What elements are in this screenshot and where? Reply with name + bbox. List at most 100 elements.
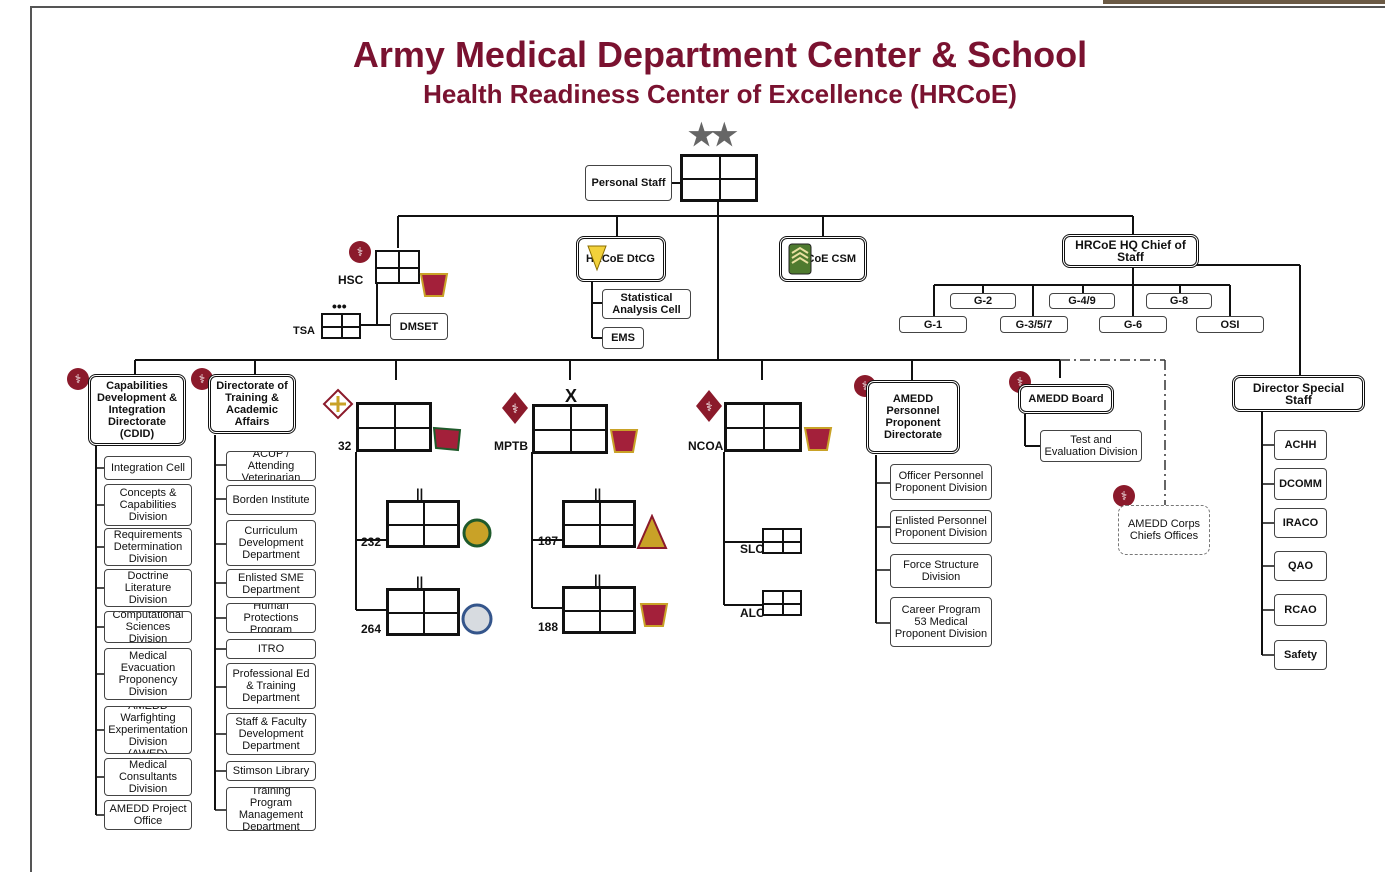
tsa-unit-symbol[interactable]	[321, 313, 361, 339]
chart-title: Army Medical Department Center & School	[352, 34, 1088, 75]
tsa-dots-icon: •••	[332, 298, 347, 314]
cdid-item[interactable]: Medical Evacuation Proponency Division	[104, 648, 192, 700]
dotaa-item[interactable]: Stimson Library	[226, 761, 316, 781]
g-staff-g357[interactable]: G-3/5/7	[1000, 316, 1068, 333]
mptb-echelon-mark: X	[565, 386, 578, 406]
cdid-item[interactable]: Requirements Determination Division	[104, 528, 192, 566]
special-staff-item[interactable]: ACHH	[1274, 430, 1327, 460]
slc-label: SLC	[740, 542, 764, 556]
special-staff-item[interactable]: IRACO	[1274, 508, 1327, 538]
dotaa-item[interactable]: Enlisted SME Department	[226, 569, 316, 598]
slide-frame	[30, 6, 1385, 872]
brigade-32-insignia-icon	[432, 426, 462, 457]
brigade-32-emblem-icon	[322, 388, 354, 425]
commander-unit-symbol[interactable]	[680, 154, 758, 202]
svg-text:⚕: ⚕	[1017, 375, 1024, 389]
alc-label: ALC	[740, 606, 765, 620]
mptb-label: MPTB	[494, 439, 528, 453]
hsc-unit-symbol[interactable]	[375, 250, 420, 284]
cdid-item[interactable]: AMEDD Warfighting Experimentation Divisi…	[104, 706, 192, 754]
general-stars-icon: ★★	[688, 119, 738, 152]
svg-text:⚕: ⚕	[199, 372, 206, 386]
hrcoe-hq-chief-of-staff-box[interactable]: HRCoE HQ Chief of Staff	[1062, 234, 1199, 268]
svg-text:⚕: ⚕	[705, 399, 712, 414]
svg-text:⚕: ⚕	[1121, 489, 1128, 503]
cdid-item[interactable]: Concepts & Capabilities Division	[104, 484, 192, 526]
battalion-188-insignia-icon	[638, 600, 670, 635]
appd-item[interactable]: Enlisted Personnel Proponent Division	[890, 510, 992, 544]
g-staff-g49[interactable]: G-4/9	[1049, 293, 1115, 309]
ncoa-unit-symbol[interactable]	[724, 402, 802, 452]
cdid-item[interactable]: Integration Cell	[104, 456, 192, 480]
battalion-264-unit-symbol[interactable]	[386, 588, 460, 636]
dtcg-ems[interactable]: EMS	[602, 327, 644, 349]
special-staff-item[interactable]: RCAO	[1274, 594, 1327, 626]
medical-emblem-icon: ⚕	[348, 240, 372, 273]
appd-item[interactable]: Career Program 53 Medical Proponent Divi…	[890, 597, 992, 647]
cdid-emblem-icon: ⚕	[66, 367, 90, 400]
g-staff-g8[interactable]: G-8	[1146, 293, 1212, 309]
battalion-187-unit-symbol[interactable]	[562, 500, 636, 548]
cdid-item[interactable]: Doctrine Literature Division	[104, 569, 192, 607]
brigade-32-unit-symbol[interactable]	[356, 402, 432, 452]
battalion-188-mark: ||	[594, 572, 602, 587]
cdid-item[interactable]: AMEDD Project Office	[104, 800, 192, 830]
csm-rank-icon	[788, 243, 812, 280]
battalion-187-mark: ||	[594, 486, 602, 501]
battalion-264-label: 264	[361, 622, 382, 636]
dotaa-item[interactable]: ITRO	[226, 639, 316, 659]
battalion-188-unit-symbol[interactable]	[562, 586, 636, 634]
board-item[interactable]: Test and Evaluation Division	[1040, 430, 1142, 462]
battalion-232-unit-symbol[interactable]	[386, 500, 460, 548]
ncoa-emblem-icon: ⚕	[694, 388, 724, 429]
svg-text:⚕: ⚕	[357, 245, 364, 259]
alc-unit-symbol[interactable]	[762, 590, 802, 616]
dotaa-item[interactable]: Professional Ed & Training Department	[226, 663, 316, 709]
amedd-board-header[interactable]: AMEDD Board	[1018, 384, 1114, 414]
director-special-staff-header[interactable]: Director Special Staff	[1232, 375, 1365, 412]
battalion-187-insignia-icon	[636, 513, 668, 555]
cdid-item[interactable]: Medical Consultants Division	[104, 758, 192, 796]
dotaa-header[interactable]: Directorate of Training & Academic Affai…	[208, 374, 296, 434]
g-staff-osi[interactable]: OSI	[1196, 316, 1264, 333]
chart-subtitle: Health Readiness Center of Excellence (H…	[423, 79, 1017, 109]
g-staff-g1[interactable]: G-1	[899, 316, 967, 333]
appd-item[interactable]: Officer Personnel Proponent Division	[890, 464, 992, 500]
g-staff-g2[interactable]: G-2	[950, 293, 1016, 309]
corps-emblem-icon: ⚕	[1112, 484, 1136, 517]
ncoa-insignia-icon	[802, 424, 834, 459]
dmset-box[interactable]: DMSET	[390, 313, 448, 340]
ncoa-label: NCOA	[688, 439, 724, 453]
appd-item[interactable]: Force Structure Division	[890, 554, 992, 588]
amedd-corps-chiefs-offices[interactable]: AMEDD Corps Chiefs Offices	[1118, 505, 1210, 555]
dotaa-item[interactable]: Borden Institute	[226, 485, 316, 515]
dtcg-statistical-analysis-cell[interactable]: Statistical Analysis Cell	[602, 289, 691, 319]
mptb-unit-symbol[interactable]	[532, 404, 608, 454]
slc-unit-symbol[interactable]	[762, 528, 802, 554]
hsc-label: HSC	[338, 273, 364, 287]
dotaa-item[interactable]: Staff & Faculty Development Department	[226, 713, 316, 755]
dotaa-item[interactable]: Curriculum Development Department	[226, 520, 316, 566]
dotaa-item[interactable]: Training Program Management Department	[226, 787, 316, 831]
special-staff-item[interactable]: DCOMM	[1274, 468, 1327, 500]
cdid-item[interactable]: Computational Sciences Division	[104, 611, 192, 643]
dotaa-item[interactable]: ACUP / Attending Veterinarian	[226, 451, 316, 481]
dotaa-emblem-icon: ⚕	[190, 367, 214, 400]
svg-text:⚕: ⚕	[511, 401, 518, 416]
appd-header[interactable]: AMEDD Personnel Proponent Directorate	[866, 380, 960, 454]
special-staff-item[interactable]: Safety	[1274, 640, 1327, 670]
hsc-insignia-icon	[418, 270, 450, 305]
g-staff-g6[interactable]: G-6	[1099, 316, 1167, 333]
battalion-232-mark: ||	[416, 486, 424, 501]
cdid-header[interactable]: Capabilities Development & Integration D…	[88, 374, 186, 446]
battalion-264-insignia-icon	[460, 602, 494, 641]
battalion-232-label: 232	[361, 535, 382, 549]
mptb-emblem-icon: ⚕	[500, 390, 530, 431]
tsa-label: TSA	[293, 325, 315, 337]
special-staff-item[interactable]: QAO	[1274, 551, 1327, 581]
svg-text:⚕: ⚕	[75, 372, 82, 386]
personal-staff-box[interactable]: Personal Staff	[585, 165, 672, 201]
hrcoe-dtcg-box[interactable]: HRCoE DtCG	[576, 236, 666, 282]
dotaa-item[interactable]: Human Protections Program	[226, 603, 316, 633]
